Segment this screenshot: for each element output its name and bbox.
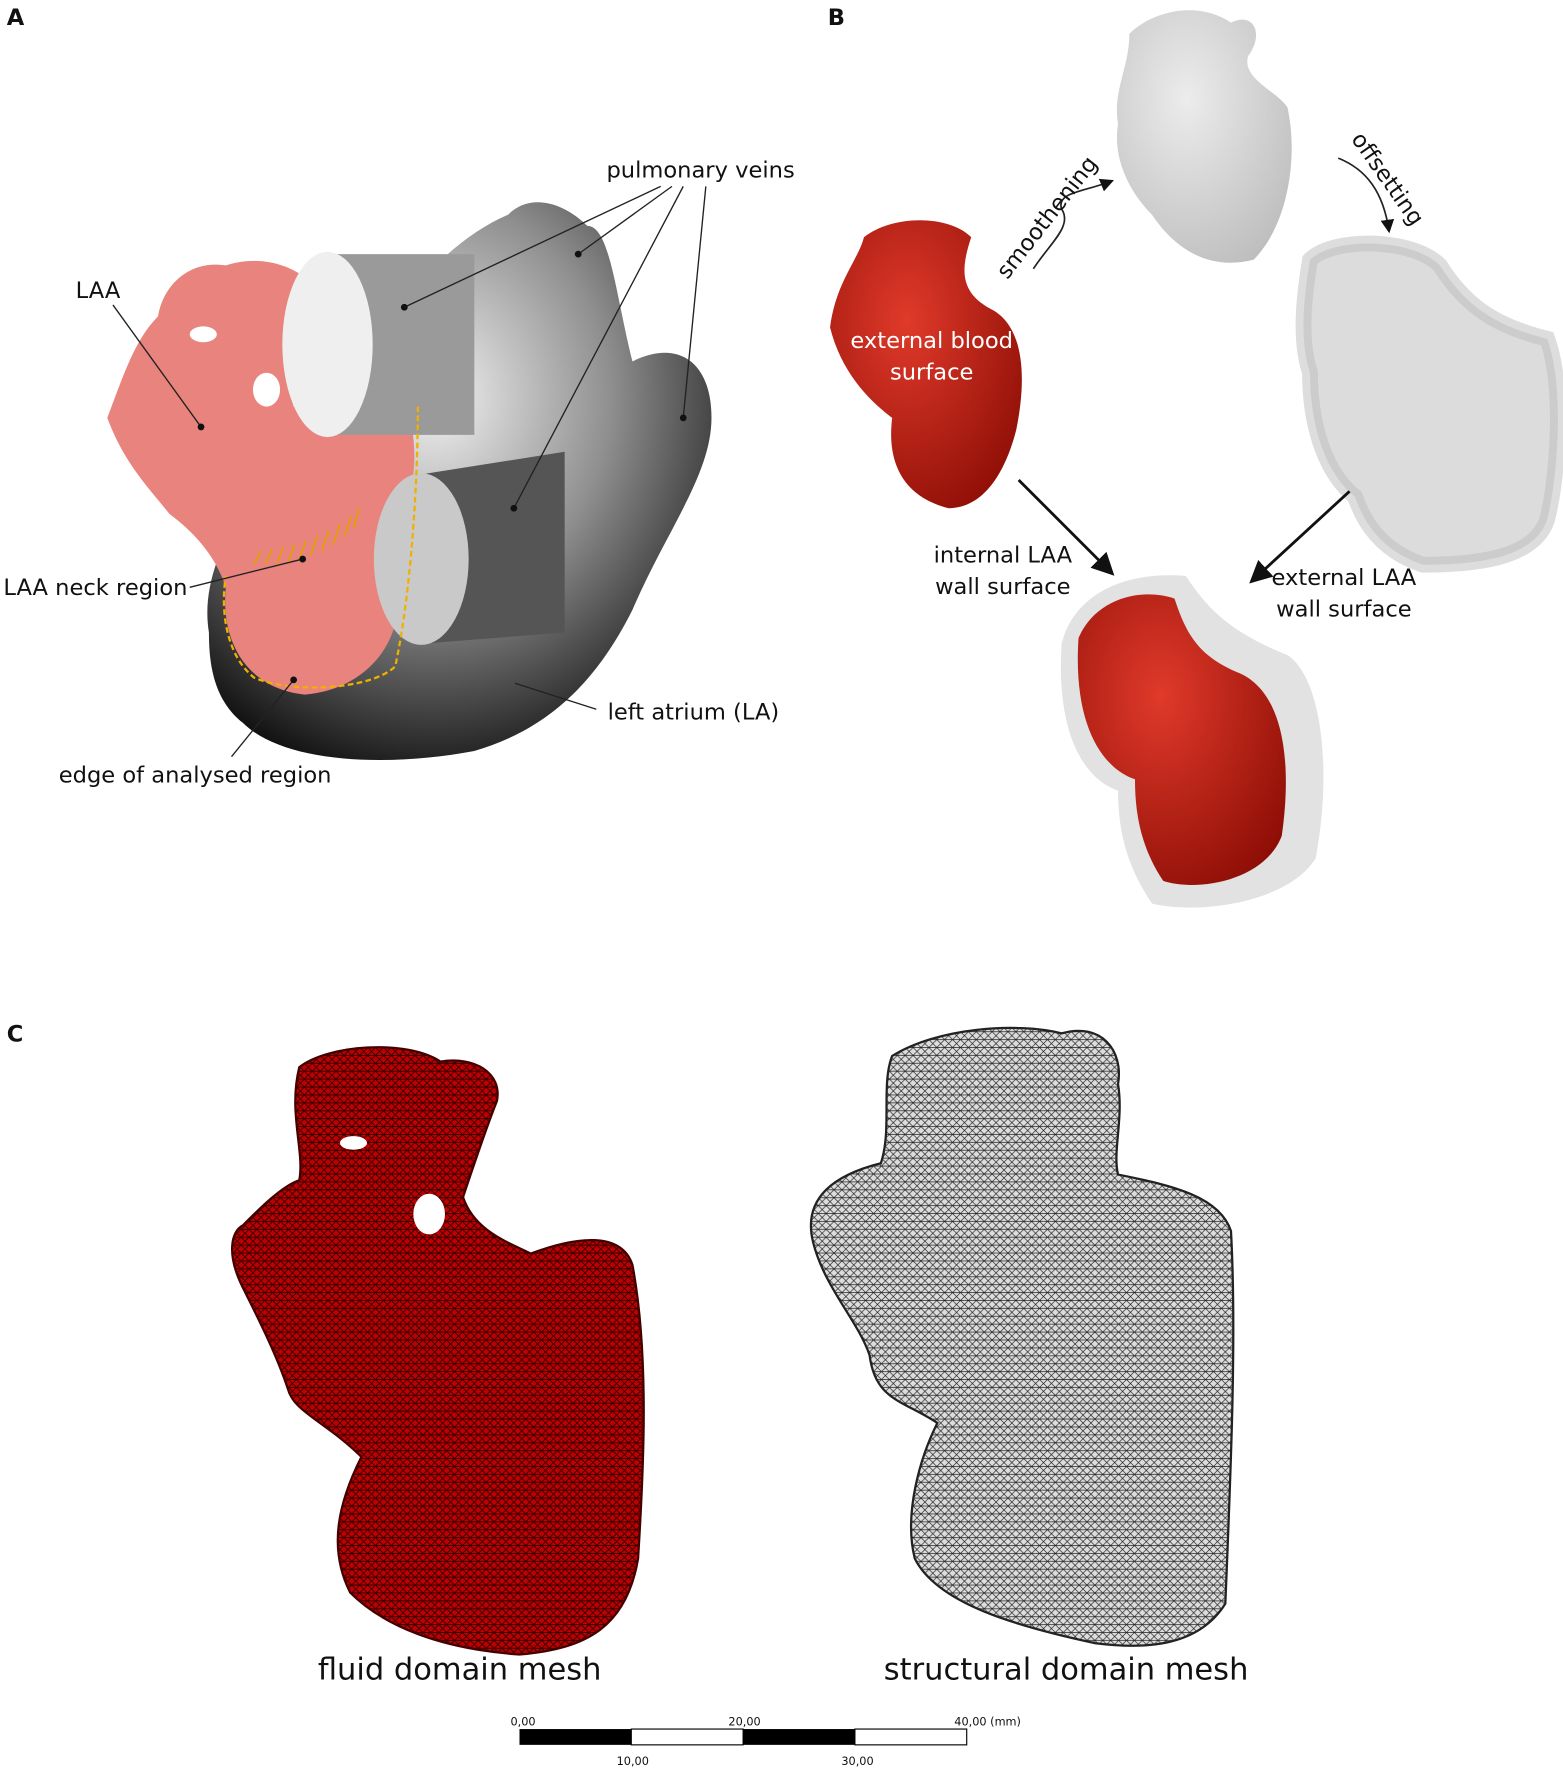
laa-neck-hatch: [253, 508, 360, 566]
external-laa-wall-surface-label-2: wall surface: [1276, 597, 1411, 623]
external-blood-surface-label-1: external blood: [850, 328, 1013, 354]
arrow-to-internal-wall: [1017, 479, 1115, 576]
laa-model: [107, 260, 415, 695]
laa-hole: [189, 326, 217, 343]
laa-label: LAA: [76, 278, 121, 304]
scale-label-40: 40,00 (mm): [954, 1716, 1021, 1729]
external-blood-surface-label-2: surface: [890, 359, 973, 385]
structural-domain-mesh-label: structural domain mesh: [884, 1652, 1249, 1687]
internal-laa-wall-surface-model: [1077, 594, 1286, 885]
internal-laa-wall-surface-label-1: internal LAA: [934, 542, 1073, 568]
left-atrium-label: left atrium (LA): [608, 699, 780, 725]
pulmonary-vein-cylinders: [282, 251, 565, 645]
laa-hole: [252, 372, 281, 407]
external-laa-wall-surface-label-1: external LAA: [1272, 565, 1417, 591]
laa-neck-region-label: LAA neck region: [3, 575, 187, 601]
panel-label-c: C: [7, 1021, 24, 1047]
scale-segment: [519, 1729, 632, 1745]
edge-of-analysed-region-label: edge of analysed region: [59, 763, 332, 789]
leader-dots: [197, 250, 687, 684]
scale-bar: 0,00 20,00 40,00 (mm) 10,00 30,00: [510, 1716, 1021, 1769]
smoothening-arrow: [1032, 178, 1114, 270]
pulmonary-veins-label: pulmonary veins: [606, 157, 794, 183]
panel-label-b: B: [828, 5, 845, 31]
panel-a-leader-lines: [112, 185, 707, 758]
scale-segment: [630, 1728, 744, 1746]
offsetting-arrow: [1337, 157, 1395, 234]
internal-laa-wall-surface-label-2: wall surface: [935, 574, 1070, 600]
fluid-domain-mesh-model: [230, 1046, 645, 1656]
scale-label-0: 0,00: [510, 1716, 535, 1729]
scale-label-20: 20,00: [728, 1716, 760, 1729]
structural-domain-mesh-model: [809, 1026, 1235, 1647]
panel-label-a: A: [7, 5, 25, 31]
offset-surface-model: [1295, 235, 1563, 573]
arrow-to-external-wall: [1249, 490, 1351, 584]
mesh-hole: [413, 1193, 445, 1235]
edge-of-analysed-region-line: [222, 406, 419, 689]
fluid-domain-mesh-label: fluid domain mesh: [318, 1652, 602, 1687]
smoothed-surface-model: [1116, 10, 1292, 263]
offsetting-label: offsetting: [1346, 127, 1429, 230]
mesh-hole: [339, 1136, 368, 1150]
smoothening-label: smoothening: [992, 151, 1103, 283]
external-blood-surface-model: [830, 220, 1022, 509]
scale-segment: [854, 1728, 968, 1746]
scale-label-10: 10,00: [617, 1755, 649, 1768]
scale-segment: [743, 1729, 855, 1745]
scale-label-30: 30,00: [841, 1755, 873, 1768]
